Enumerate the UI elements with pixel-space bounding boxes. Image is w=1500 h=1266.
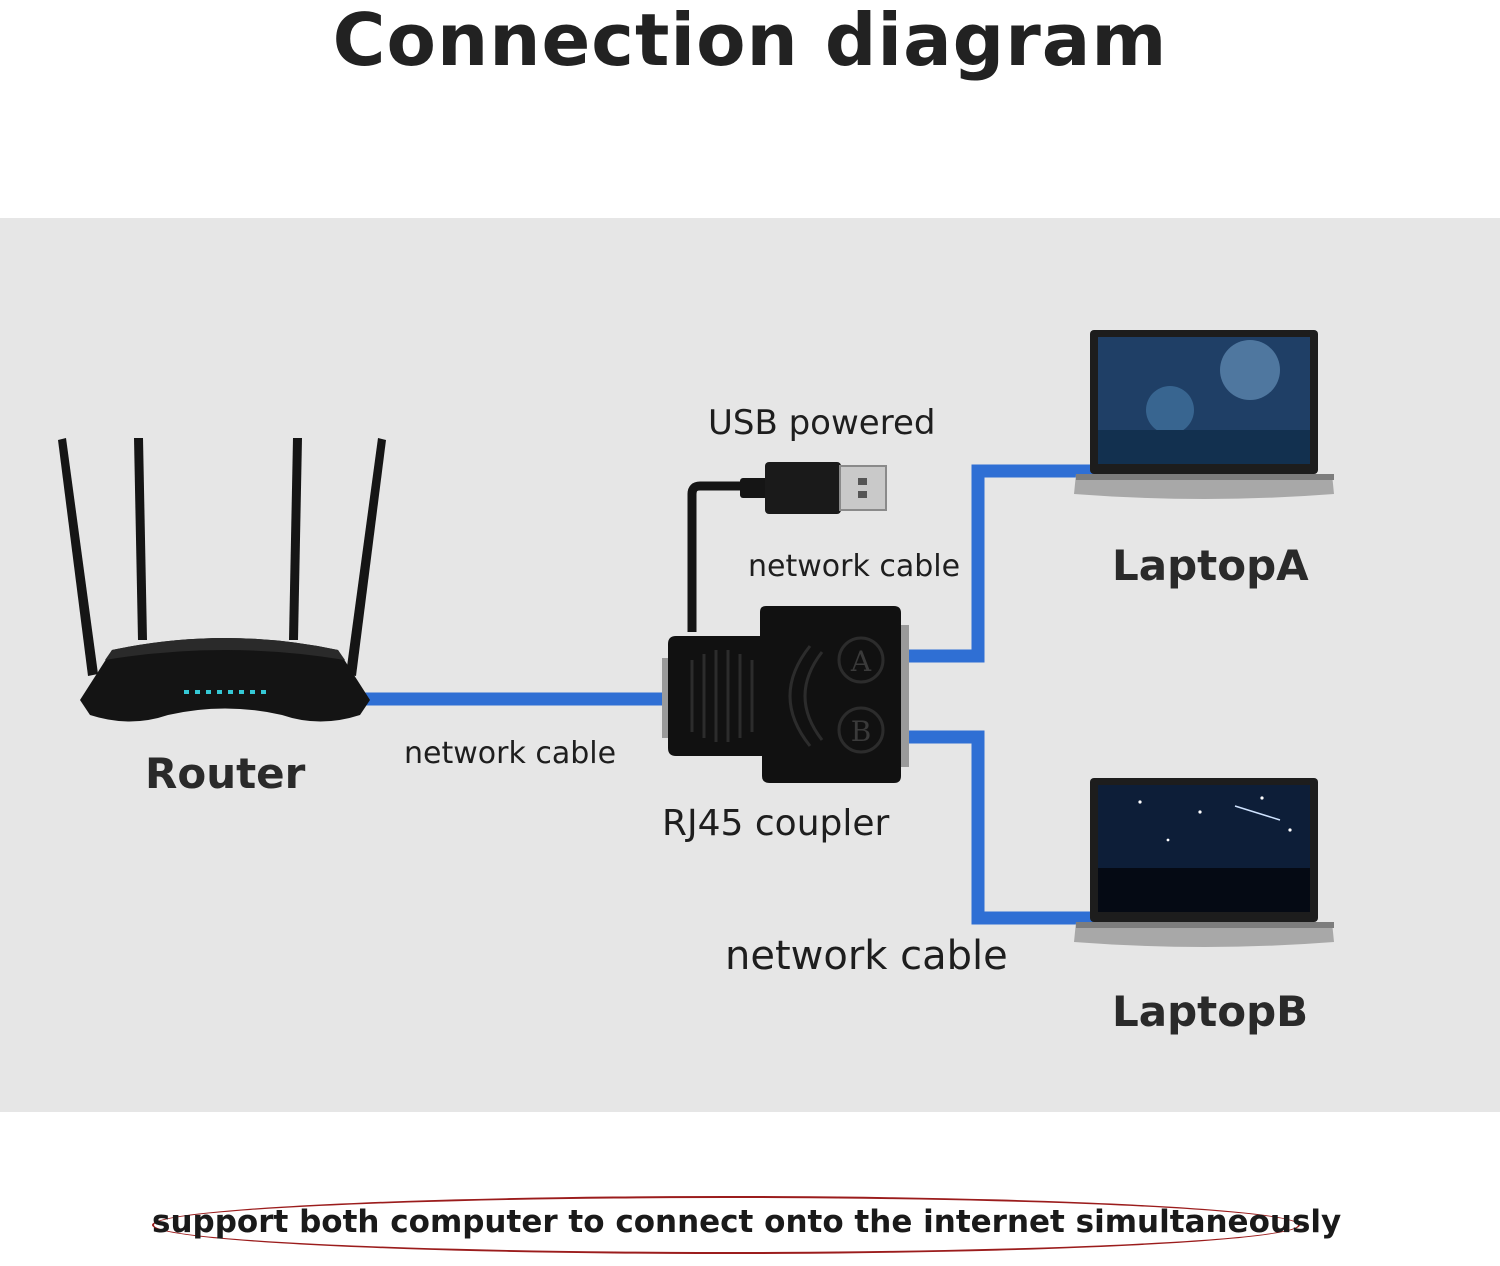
usb-powered-label: USB powered bbox=[708, 403, 936, 443]
laptop-icon bbox=[1074, 330, 1334, 499]
footer-note: support both computer to connect onto th… bbox=[152, 1204, 1342, 1240]
router-label: Router bbox=[145, 749, 306, 798]
cable-coupler-to-laptop-b bbox=[905, 730, 1096, 925]
cable-label-laptop-a: network cable bbox=[748, 549, 961, 584]
usb-plug-icon bbox=[687, 462, 887, 632]
laptop-a-label: LaptopA bbox=[1112, 541, 1309, 590]
rj45-coupler-icon bbox=[662, 606, 909, 783]
cable-label-laptop-b: network cable bbox=[725, 933, 1008, 979]
port-a-label: A bbox=[850, 645, 872, 678]
network-cables bbox=[360, 464, 1096, 925]
cable-coupler-to-laptop-a bbox=[905, 464, 1096, 663]
cable-label-router: network cable bbox=[404, 736, 617, 771]
laptop-icon bbox=[1074, 778, 1334, 947]
port-b-label: B bbox=[851, 715, 872, 748]
router-icon bbox=[58, 438, 386, 722]
rj45-coupler-label: RJ45 coupler bbox=[662, 803, 890, 844]
laptop-b-label: LaptopB bbox=[1112, 987, 1309, 1036]
diagram-title: Connection diagram bbox=[332, 0, 1168, 82]
footer-note-oval bbox=[152, 1196, 1300, 1254]
